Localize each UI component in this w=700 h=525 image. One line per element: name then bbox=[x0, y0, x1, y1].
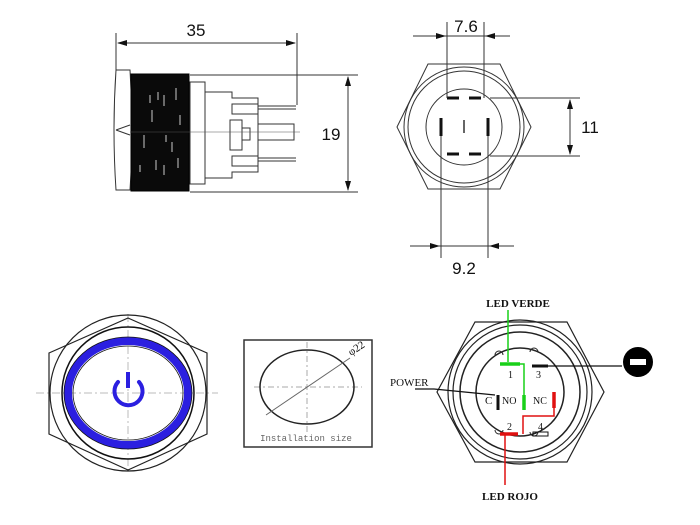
right-dimension-label: 11 bbox=[581, 118, 599, 137]
terminal-c-label: C bbox=[485, 395, 492, 407]
negative-terminal-icon bbox=[623, 347, 653, 377]
installation-size-label: Installation size bbox=[260, 434, 352, 444]
green-led-wire bbox=[500, 310, 526, 410]
pin-1-label: 1 bbox=[508, 370, 513, 381]
wiring-view bbox=[415, 319, 622, 465]
led-red-label: LED ROJO bbox=[482, 491, 538, 503]
pin-4-label: 4 bbox=[538, 422, 543, 433]
terminal-nc-label: NC bbox=[533, 396, 547, 407]
height-dimension-label: 19 bbox=[322, 125, 341, 144]
width-dimension-label: 35 bbox=[187, 21, 206, 40]
led-green-label: LED VERDE bbox=[486, 298, 550, 310]
front-view bbox=[36, 314, 218, 474]
terminal-no-label: NO bbox=[502, 396, 516, 407]
diameter-note: φ22 bbox=[346, 339, 367, 359]
red-led-wire bbox=[500, 392, 556, 485]
pin-2-label: 2 bbox=[507, 422, 512, 433]
installation-size-diagram bbox=[243, 339, 373, 448]
bottom-dimension-label: 9.2 bbox=[452, 259, 476, 278]
back-view bbox=[396, 22, 580, 258]
power-icon bbox=[112, 372, 145, 408]
top-dimension-label: 7.6 bbox=[454, 17, 478, 36]
power-label: POWER bbox=[390, 377, 429, 389]
pin-3-label: 3 bbox=[536, 370, 541, 381]
side-view bbox=[113, 33, 358, 193]
